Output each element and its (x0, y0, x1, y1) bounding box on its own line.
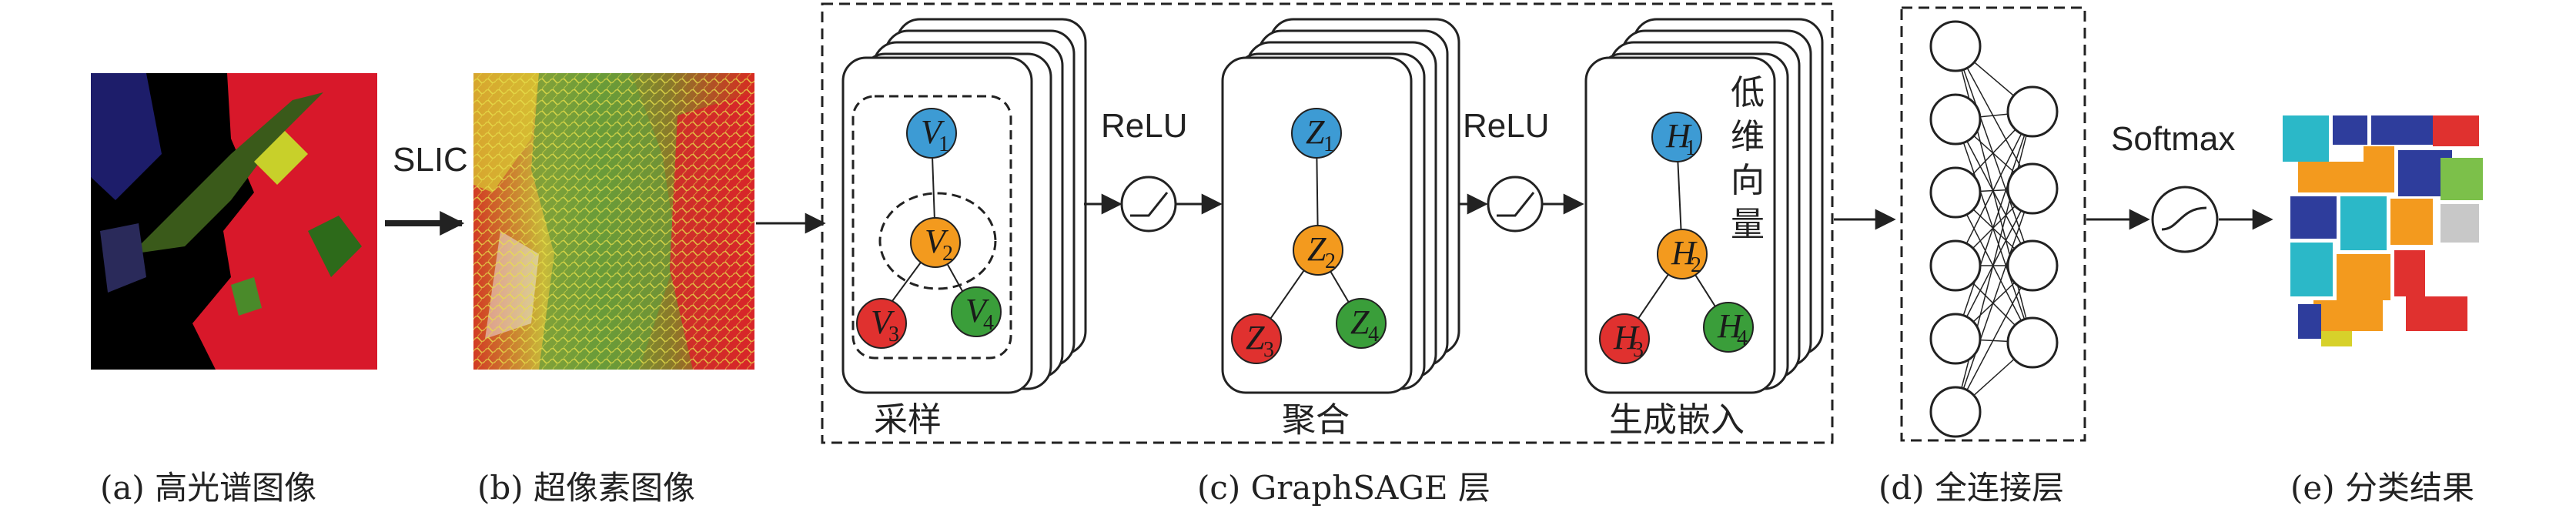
fc-input-neuron (1929, 166, 1982, 219)
relu1-label: ReLU (1101, 107, 1188, 145)
fc-nodes (1929, 20, 2059, 438)
svg-text:1: 1 (938, 132, 949, 156)
svg-text:3: 3 (1633, 338, 1644, 362)
node-v3: V3 (856, 298, 907, 349)
softmax-activation (2151, 186, 2219, 253)
fc-output-neuron (2006, 162, 2059, 215)
svg-text:H: H (1671, 234, 1698, 272)
fc-edge (1955, 188, 2033, 413)
low-dim-vector-label: 低 维 向 量 (1731, 73, 1765, 244)
svg-text:1: 1 (1685, 136, 1696, 160)
node-z2: Z2 (1293, 225, 1343, 276)
svg-text:Z: Z (1246, 319, 1265, 356)
svg-text:4: 4 (1737, 326, 1748, 350)
caption-a: (a) 高光谱图像 (100, 469, 316, 507)
svg-text:V: V (921, 113, 945, 151)
svg-text:3: 3 (1263, 338, 1274, 362)
node-v2: V2 (910, 217, 961, 268)
embedding-label: 生成嵌入 (1609, 400, 1745, 440)
fc-output-neuron (2006, 239, 2059, 292)
svg-text:Z: Z (1307, 230, 1326, 268)
fc-input-neuron (1929, 386, 1982, 438)
fc-edge (1955, 111, 2033, 413)
hyperspectral-image (91, 73, 377, 370)
fc-edge (1955, 111, 2033, 340)
svg-text:4: 4 (1368, 323, 1379, 346)
node-z4: Z4 (1336, 298, 1387, 349)
caption-b: (b) 超像素图像 (477, 469, 695, 507)
svg-text:维: 维 (1731, 117, 1765, 156)
svg-text:Z: Z (1350, 303, 1370, 341)
graphsage-container (821, 2, 1834, 444)
fc-edge (1955, 119, 2033, 343)
fc-output-neuron (2006, 85, 2059, 138)
node-v4: V4 (951, 286, 1002, 337)
svg-text:H: H (1665, 117, 1692, 155)
fc-output-neuron (2006, 316, 2059, 369)
svg-text:低: 低 (1731, 73, 1765, 112)
node-z3: Z3 (1231, 313, 1282, 364)
node-h1: H1 (1651, 112, 1702, 162)
sampling-label: 采样 (874, 400, 942, 440)
node-v1: V1 (906, 108, 957, 159)
slic-label: SLIC (393, 141, 468, 179)
node-z1: Z1 (1291, 108, 1342, 159)
svg-text:V: V (925, 223, 949, 260)
svg-text:2: 2 (942, 242, 953, 266)
fc-input-neuron (1929, 93, 1982, 146)
svg-text:2: 2 (1691, 253, 1701, 277)
relu2-activation (1487, 176, 1544, 233)
softmax-label: Softmax (2111, 120, 2235, 158)
fc-edge (1955, 45, 2033, 343)
svg-text:2: 2 (1325, 249, 1336, 273)
svg-text:3: 3 (888, 323, 899, 346)
node-h4: H4 (1703, 302, 1754, 353)
svg-text:1: 1 (1323, 132, 1334, 156)
fc-input-neuron (1929, 20, 1982, 72)
fc-edge (1955, 192, 2033, 343)
svg-text:H: H (1613, 319, 1640, 356)
svg-text:量: 量 (1731, 205, 1765, 244)
fc-edge (1955, 45, 2033, 266)
node-h2: H2 (1657, 229, 1708, 279)
svg-text:V: V (965, 292, 990, 330)
fc-input-neuron (1929, 239, 1982, 292)
caption-e: (e) 分类结果 (2290, 469, 2474, 507)
node-h3: H3 (1599, 313, 1650, 364)
caption-c: (c) GraphSAGE 层 (1197, 469, 1490, 507)
svg-text:V: V (871, 303, 895, 341)
aggregation-label: 聚合 (1282, 400, 1350, 440)
fc-edge (1955, 45, 2033, 189)
fc-container (1900, 6, 2086, 442)
relu1-activation (1120, 176, 1177, 233)
caption-d: (d) 全连接层 (1878, 469, 2064, 507)
fc-input-neuron (1929, 313, 1982, 365)
svg-text:4: 4 (983, 311, 994, 335)
classification-map (2283, 115, 2483, 346)
svg-text:H: H (1717, 307, 1744, 345)
fc-edge (1955, 119, 2033, 266)
svg-text:向: 向 (1731, 161, 1765, 200)
superpixel-image (473, 73, 754, 370)
fc-edge (1955, 111, 2033, 266)
fc-edge (1955, 265, 2033, 413)
relu2-label: ReLU (1463, 107, 1550, 145)
svg-text:Z: Z (1306, 113, 1325, 151)
